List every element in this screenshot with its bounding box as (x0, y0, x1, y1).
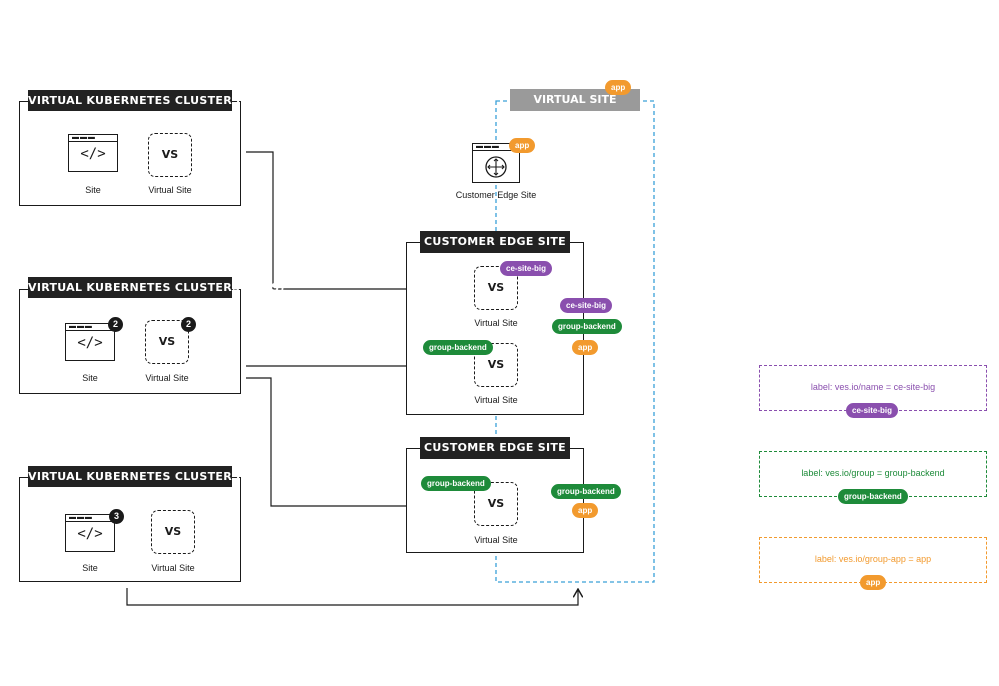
group-backend-tag: group-backend (421, 476, 491, 491)
virtual-site-icon: VS (474, 482, 518, 526)
virtual-site-label: Virtual Site (151, 563, 195, 573)
virtual-site-header: VIRTUAL SITE (510, 89, 640, 111)
site-label: Site (82, 563, 98, 573)
cluster-title-2: VIRTUAL KUBERNETES CLUSTERS(VK8S) (28, 277, 284, 298)
group-backend-tag: group-backend (552, 319, 622, 334)
virtual-site-label: Virtual Site (148, 185, 192, 195)
virtual-site-app-tag: app (605, 80, 632, 95)
virtual-site-label: Virtual Site (145, 373, 189, 383)
connector-cluster2-b (246, 377, 470, 506)
site-icon: ▬ ▬ ▬</> (65, 514, 115, 552)
site-count-badge: 3 (109, 509, 124, 524)
cluster-box-1 (19, 101, 241, 206)
virtual-site-label: Virtual Site (474, 318, 518, 328)
legend-app-tag: app (860, 575, 887, 590)
ce-site-title-2: CUSTOMER EDGE SITE (420, 437, 570, 459)
group-backend-tag: group-backend (423, 340, 493, 355)
customer-edge-site-label: Customer Edge Site (455, 190, 537, 200)
cluster-title-3: VIRTUAL KUBERNETES CLUSTERS(VK8S) (28, 466, 284, 487)
connector-cluster3 (126, 588, 578, 606)
site-label: Site (85, 185, 101, 195)
site-icon: ▬ ▬ ▬</> (65, 323, 115, 361)
site-label: Site (82, 373, 98, 383)
virtual-site-count-badge: 2 (181, 317, 196, 332)
site-icon: ▬ ▬ ▬</> (68, 134, 118, 172)
connector-cluster1 (246, 151, 470, 289)
app-tag: app (572, 503, 599, 518)
cluster-title-1: VIRTUAL KUBERNETES CLUSTERS(VK8S) (28, 90, 284, 111)
ce-site-big-tag: ce-site-big (560, 298, 613, 313)
legend-group-backend-tag: group-backend (838, 489, 908, 504)
site-count-badge: 2 (108, 317, 123, 332)
ce-site-big-tag: ce-site-big (500, 261, 553, 276)
router-icon (485, 156, 507, 178)
legend-name-text: label: ves.io/name = ce-site-big (810, 382, 936, 392)
app-tag: app (572, 340, 599, 355)
ce-site-title-1: CUSTOMER EDGE SITE (420, 231, 570, 253)
legend-app-text: label: ves.io/group-app = app (814, 554, 932, 564)
virtual-site-label: Virtual Site (474, 535, 518, 545)
customer-edge-app-tag: app (509, 138, 536, 153)
legend-ce-site-big-tag: ce-site-big (846, 403, 899, 418)
group-backend-tag: group-backend (551, 484, 621, 499)
virtual-site-label: Virtual Site (474, 395, 518, 405)
legend-group-text: label: ves.io/group = group-backend (801, 468, 945, 478)
virtual-site-icon: VS (151, 510, 195, 554)
virtual-site-icon: VS (148, 133, 192, 177)
